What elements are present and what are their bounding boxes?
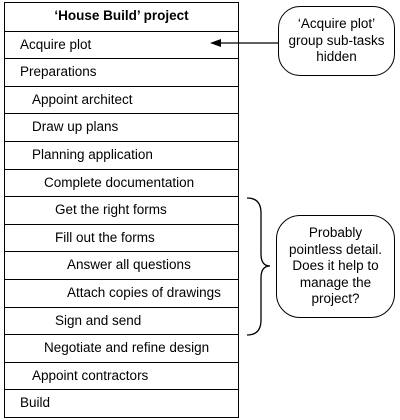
task-get-the-right-forms[interactable]: Get the right forms [5, 196, 238, 224]
task-negotiate-and-refine-design[interactable]: Negotiate and refine design [5, 334, 238, 362]
callout-pointless-detail: Probably pointless detail. Does it help … [276, 215, 395, 318]
curly-brace [246, 197, 271, 336]
task-appoint-contractors[interactable]: Appoint contractors [5, 361, 238, 390]
callout-bottom-line-3: Does it help to [292, 258, 379, 274]
task-acquire-plot[interactable]: Acquire plot [5, 30, 238, 59]
task-table: ‘House Build’ project Acquire plot Prepa… [4, 2, 239, 418]
callout-bottom-line-5: project? [311, 291, 360, 307]
task-sign-and-send[interactable]: Sign and send [5, 306, 238, 335]
callout-bottom-line-4: manage the [299, 274, 372, 290]
task-answer-all-questions[interactable]: Answer all questions [5, 251, 238, 279]
task-draw-up-plans[interactable]: Draw up plans [5, 113, 238, 141]
callout-top-line-1: ‘Acquire plot’ [297, 16, 376, 32]
table-header: ‘House Build’ project [54, 8, 189, 23]
task-planning-application[interactable]: Planning application [5, 140, 238, 169]
task-appoint-architect[interactable]: Appoint architect [5, 85, 238, 114]
callout-top-line-3: hidden [316, 49, 357, 65]
task-preparations[interactable]: Preparations [5, 58, 238, 86]
callout-top-line-2: group sub-tasks [288, 32, 385, 48]
task-fill-out-the-forms[interactable]: Fill out the forms [5, 223, 238, 252]
callout-bottom-line-1: Probably [308, 225, 363, 241]
callout-bottom-line-2: pointless detail. [288, 241, 383, 257]
task-complete-documentation[interactable]: Complete documentation [5, 168, 238, 197]
callout-hidden-subtasks: ‘Acquire plot’ group sub-tasks hidden [278, 6, 395, 76]
task-build[interactable]: Build [5, 389, 238, 417]
task-attach-copies-of-drawings[interactable]: Attach copies of drawings [5, 278, 238, 307]
